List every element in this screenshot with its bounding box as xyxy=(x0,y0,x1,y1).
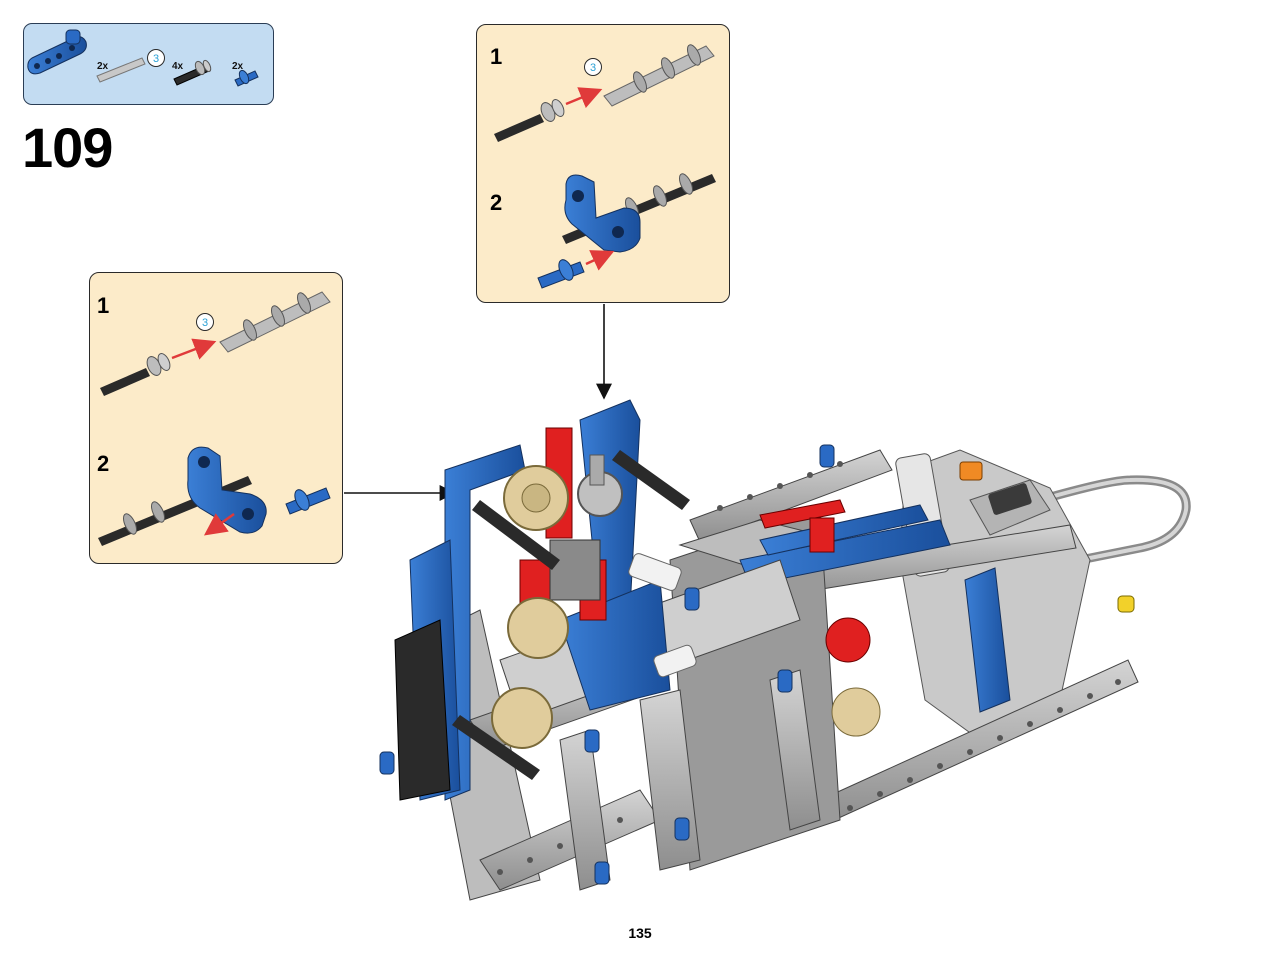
blue-pin-icon xyxy=(285,487,331,515)
callout-left-art xyxy=(98,291,331,546)
page-number: 135 xyxy=(628,925,652,941)
axle-length-badge: 3 xyxy=(196,313,214,331)
substep-number: 2 xyxy=(97,451,110,476)
blue-beam-part-icon xyxy=(27,29,87,75)
substep-number: 2 xyxy=(490,190,503,215)
axle-length-badge: 3 xyxy=(584,58,602,76)
substep-number: 1 xyxy=(97,293,110,318)
black-pin-icon xyxy=(494,99,565,142)
gray-axle-icon xyxy=(219,291,331,353)
gray-axle-icon xyxy=(603,44,715,107)
substep-number: 1 xyxy=(490,44,503,69)
blue-beam-with-axle-icon xyxy=(98,446,267,546)
black-pin-part-icon xyxy=(173,59,212,86)
callout-top-art xyxy=(494,44,716,289)
blue-beam-with-axle-icon xyxy=(562,173,716,253)
part-qty: 2x xyxy=(232,61,244,72)
axle-length-badge: 3 xyxy=(147,49,165,67)
step-number: 109 xyxy=(22,116,113,179)
black-pin-icon xyxy=(100,353,171,396)
blue-pin-part-icon xyxy=(234,69,259,87)
blue-pin-icon xyxy=(537,259,585,289)
gray-axle-part-icon xyxy=(96,57,146,83)
gearbox-model xyxy=(379,399,1191,901)
part-qty: 2x xyxy=(97,61,109,72)
part-qty: 4x xyxy=(172,61,184,72)
